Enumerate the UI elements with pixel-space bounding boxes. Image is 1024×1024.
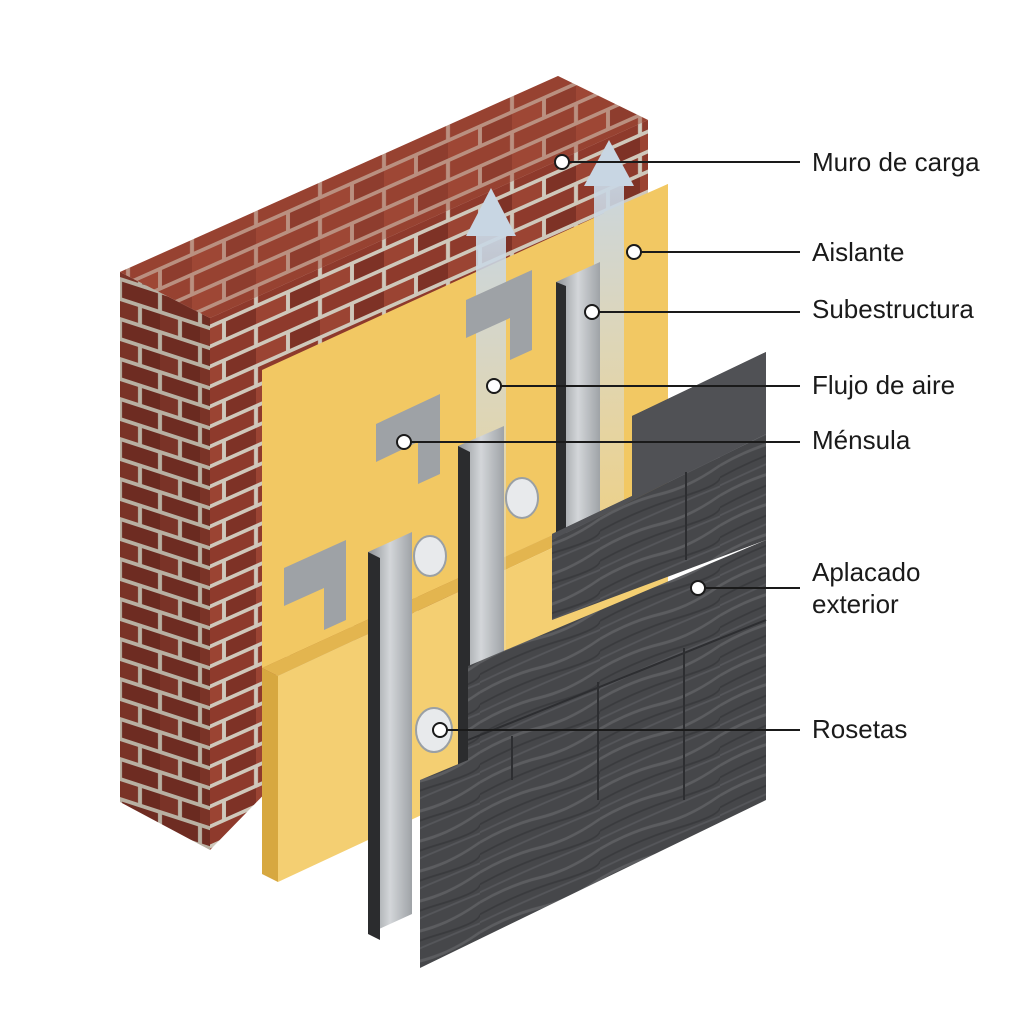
marker-aislante (626, 244, 642, 260)
label-aplacado-exterior: Aplacado exterior (812, 556, 920, 620)
marker-flujo (486, 378, 502, 394)
marker-aplacado (690, 580, 706, 596)
label-mensula: Ménsula (812, 425, 911, 455)
marker-rosetas (432, 722, 448, 738)
marker-mensula (396, 434, 412, 450)
cladding-panels (420, 352, 767, 968)
label-subestructura: Subestructura (812, 294, 974, 324)
wall-side-face (120, 272, 210, 850)
label-muro-de-carga: Muro de carga (812, 147, 980, 177)
callout-leaders (404, 161, 800, 731)
label-flujo-de-aire: Flujo de aire (812, 370, 956, 400)
label-rosetas: Rosetas (812, 714, 908, 744)
marker-muro (554, 154, 570, 170)
label-aplacado-line1: Aplacado (812, 557, 921, 587)
callout-markers (396, 154, 706, 738)
label-aislante: Aislante (812, 237, 905, 267)
subframe-profiles (368, 262, 600, 940)
rosettes (413, 477, 539, 753)
label-aplacado-line2: exterior (812, 589, 899, 619)
marker-subestructura (584, 304, 600, 320)
